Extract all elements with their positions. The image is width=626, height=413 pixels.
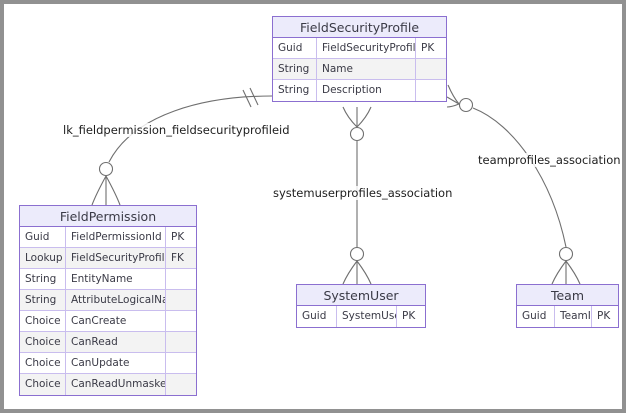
attribute-name: FieldPermissionId <box>66 227 166 247</box>
attribute-key <box>416 59 446 79</box>
crowfoot-su-left <box>342 260 358 285</box>
attribute-key <box>166 311 196 331</box>
attribute-name: TeamID <box>555 306 592 327</box>
attribute-row[interactable]: StringAttributeLogicalName <box>20 290 196 311</box>
attribute-row[interactable]: GuidTeamID PK <box>517 306 618 327</box>
cardinality-zero-circle-su <box>349 246 365 262</box>
attribute-key <box>166 353 196 373</box>
attribute-key <box>416 80 446 101</box>
attribute-name: EntityName <box>66 269 166 289</box>
crowfoot-fsp-right-upper <box>447 84 460 105</box>
attribute-key <box>166 269 196 289</box>
attribute-key: PK <box>171 231 185 243</box>
cardinality-zero-circle-fp <box>98 161 114 177</box>
attribute-name: Description <box>317 80 416 101</box>
cardinality-exactly-one-tick-a <box>249 87 259 106</box>
attribute-key: PK <box>421 42 435 54</box>
attribute-row[interactable]: LookupFieldSecurityProfileId FK <box>20 248 196 269</box>
crowfoot-fp-left <box>91 175 107 206</box>
attribute-type: Choice <box>20 374 66 395</box>
attribute-name: CanRead <box>66 332 166 352</box>
attribute-type: Guid <box>517 306 555 327</box>
crowfoot-fsp-right-lower <box>446 103 460 108</box>
crowfoot-team-right <box>565 260 581 285</box>
cardinality-exactly-one-tick-b <box>242 89 252 108</box>
cardinality-zero-circle-team <box>558 246 574 262</box>
attribute-name: CanReadUnmasked <box>66 374 166 395</box>
attribute-type: Guid <box>297 306 337 327</box>
attribute-key <box>166 332 196 352</box>
attribute-type: Lookup <box>20 248 66 268</box>
attribute-type: Guid <box>273 38 317 58</box>
attribute-name: AttributeLogicalName <box>66 290 166 310</box>
entity-title-fieldpermission: FieldPermission <box>20 206 196 227</box>
crowfoot-fp-right <box>105 175 121 206</box>
attribute-name: FieldSecurityProfileId <box>317 38 416 58</box>
entity-title-systemuser: SystemUser <box>297 285 425 306</box>
relationship-label-teamprofiles[interactable]: teamprofiles_association <box>477 153 622 167</box>
attribute-key <box>166 290 196 310</box>
attribute-row[interactable]: GuidSystemUserId PK <box>297 306 425 327</box>
attribute-row[interactable]: GuidFieldSecurityProfileId PK <box>273 38 446 59</box>
attribute-type: Guid <box>20 227 66 247</box>
attribute-name: SystemUserId <box>337 306 397 327</box>
attribute-type: String <box>20 269 66 289</box>
crowfoot-fsp-bottom-right <box>356 106 372 128</box>
attribute-name: CanUpdate <box>66 353 166 373</box>
cardinality-zero-circle-fsp-bottom <box>349 126 365 142</box>
attribute-key <box>166 374 196 395</box>
cardinality-zero-circle-fsp-right <box>458 97 474 113</box>
attribute-type: Choice <box>20 311 66 331</box>
relationship-label-lk_fieldpermission[interactable]: lk_fieldpermission_fieldsecurityprofilei… <box>62 123 291 137</box>
connector-teamprofiles <box>472 107 567 248</box>
entity-title-team: Team <box>517 285 618 306</box>
attribute-key: FK <box>171 252 184 264</box>
attribute-type: String <box>273 59 317 79</box>
attribute-name: Name <box>317 59 416 79</box>
relationship-label-systemuserprofiles[interactable]: systemuserprofiles_association <box>272 186 454 200</box>
entity-systemuser[interactable]: SystemUserGuidSystemUserId PK <box>296 284 426 328</box>
attribute-type: Choice <box>20 353 66 373</box>
attribute-key: PK <box>402 310 416 322</box>
crowfoot-fsp-bottom-left <box>342 106 358 128</box>
attribute-name: FieldSecurityProfileId <box>66 248 166 268</box>
crowfoot-team-left <box>551 260 567 285</box>
entity-title-fieldsecurityprofile: FieldSecurityProfile <box>273 17 446 38</box>
attribute-type: String <box>20 290 66 310</box>
attribute-key: PK <box>597 310 611 322</box>
crowfoot-su-right <box>356 260 372 285</box>
attribute-type: String <box>273 80 317 101</box>
entity-team[interactable]: TeamGuidTeamID PK <box>516 284 619 328</box>
attribute-name: CanCreate <box>66 311 166 331</box>
crowfoot-fsp-right-stem <box>446 96 460 105</box>
attribute-type: Choice <box>20 332 66 352</box>
